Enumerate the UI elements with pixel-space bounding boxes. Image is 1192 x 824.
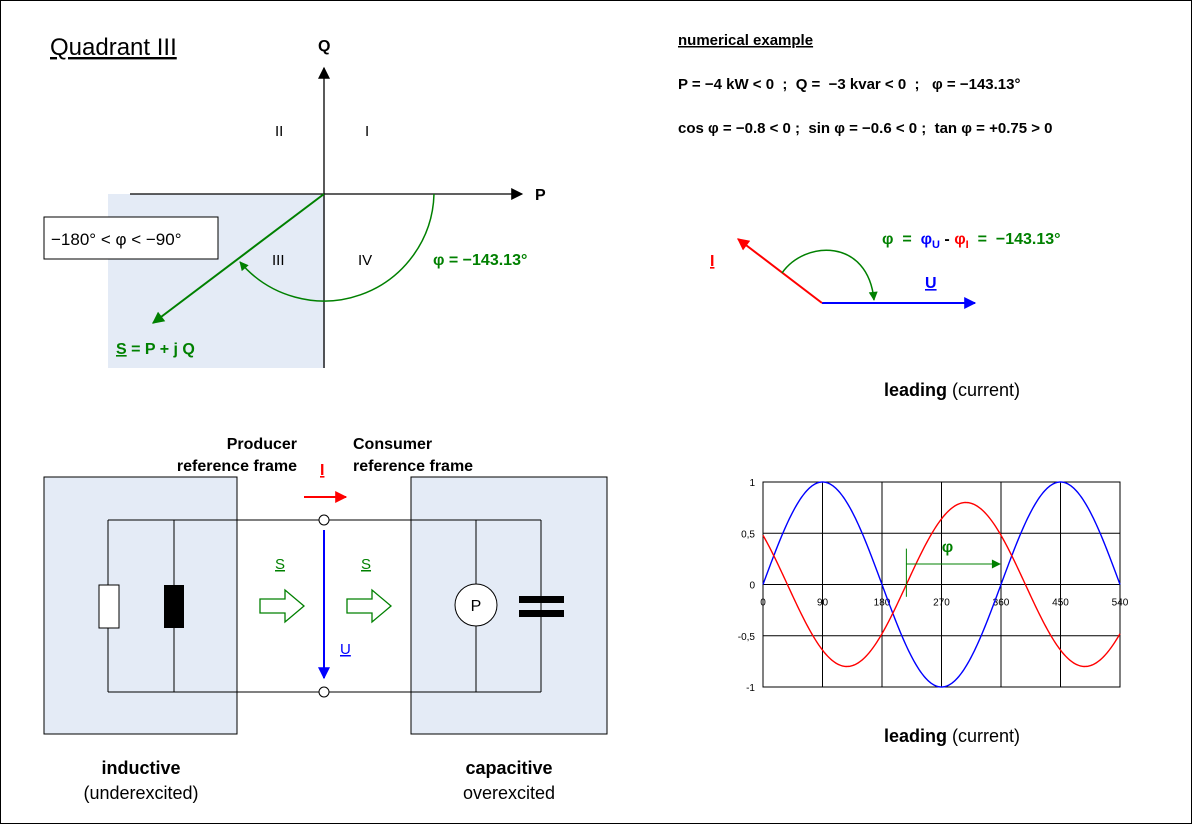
numerical-example: numerical example P = −4 kW < 0 ; Q = −3…	[678, 32, 1052, 137]
x-tick-label: 450	[1052, 598, 1069, 609]
angle-range-box	[43, 216, 219, 260]
phi-chart-label: φ	[942, 539, 953, 556]
phasor-caption-rest: (current)	[947, 380, 1020, 400]
i-phasor-label: I	[710, 253, 714, 270]
phasor-phi-arc	[781, 249, 878, 301]
s-power-label-right: S	[361, 556, 371, 573]
quadrant-diagram: Quadrant III Q P II I III IV −180° < φ <…	[43, 34, 546, 368]
chart-curves	[762, 481, 1121, 688]
phi-equation-result: = −143.13°	[969, 231, 1061, 248]
chart-ticks: 1 0,5 0 -0,5 -1 0 90 180 270 360 450 540	[738, 478, 1129, 694]
consumer-label-line-1: Consumer	[353, 436, 432, 453]
terminal-top	[318, 514, 330, 526]
chart-caption: leading (current)	[884, 726, 1020, 746]
phasor-diagram: I U φ = φU - φI = −143.13° leading (curr…	[710, 231, 1061, 400]
u-phasor-label: U	[925, 275, 937, 292]
x-tick-label: 0	[760, 598, 766, 609]
q-axis-label: Q	[318, 38, 330, 55]
producer-label-line-1: Producer	[227, 436, 297, 453]
y-tick-label: 0,5	[741, 529, 755, 540]
voltage-curve	[762, 481, 1121, 688]
example-heading: numerical example	[678, 32, 813, 49]
phasor-caption-bold: leading	[884, 380, 947, 400]
angle-range-label: −180° < φ < −90°	[51, 230, 182, 249]
terminal-bottom	[318, 686, 330, 698]
producer-box	[43, 476, 238, 735]
y-tick-label: 1	[749, 478, 755, 489]
quadrant-iii-label: III	[272, 252, 285, 269]
capacitor-plate-top	[519, 596, 564, 603]
motor-icon	[454, 583, 498, 627]
resistor-icon	[98, 584, 120, 629]
circuit-diagram: P U I S S Producer reference frame Consu…	[43, 436, 608, 803]
i-current-label: I	[320, 462, 324, 479]
consumer-box	[410, 476, 608, 735]
phi-equation: φ = φU - φI = −143.13°	[882, 231, 1061, 251]
phi-arc	[239, 193, 435, 302]
s-phasor-arrow	[152, 193, 325, 324]
x-tick-label: 270	[933, 598, 950, 609]
phi-u-subscript: U	[932, 239, 940, 251]
x-tick-label: 90	[817, 598, 829, 609]
motor-label: P	[471, 598, 482, 615]
phi-minus: -	[940, 231, 954, 248]
x-tick-label: 180	[874, 598, 891, 609]
capacitor-plate-bottom	[519, 610, 564, 617]
consumer-label-line-2: reference frame	[353, 458, 473, 475]
chart-phi-marker: φ	[905, 539, 1001, 597]
quadrant-title: Quadrant III	[50, 34, 177, 61]
chart-caption-rest: (current)	[947, 726, 1020, 746]
producer-label-line-2: reference frame	[177, 458, 297, 475]
phi-i-symbol: φ	[954, 231, 965, 248]
waveform-chart: 1 0,5 0 -0,5 -1 0 90 180 270 360 450 540 φ leading …	[738, 478, 1129, 746]
chart-caption-bold: leading	[884, 726, 947, 746]
inductor-icon	[164, 585, 184, 628]
quadrant-i-label: I	[365, 123, 369, 140]
u-voltage-label: U	[340, 641, 351, 658]
quadrant-iv-label: IV	[358, 252, 372, 269]
power-flow-arrow-right	[346, 588, 393, 624]
underexcited-caption: (underexcited)	[83, 783, 198, 803]
phi-equation-lhs: φ =	[882, 231, 921, 248]
capacitive-caption: capacitive	[465, 758, 552, 778]
quadrant-ii-label: II	[275, 123, 283, 140]
phi-u-symbol: φ	[921, 231, 932, 248]
s-equation-rest: = P + j Q	[127, 341, 195, 358]
y-tick-label: -0,5	[738, 632, 756, 643]
y-tick-label: -1	[746, 683, 755, 694]
example-line-1: P = −4 kW < 0 ; Q = −3 kvar < 0 ; φ = −1…	[678, 76, 1021, 93]
i-phasor-arrow	[737, 238, 823, 304]
x-tick-label: 360	[993, 598, 1010, 609]
s-power-label-left: S	[275, 556, 285, 573]
p-axis-label: P	[535, 187, 546, 204]
phi-value-label: φ = −143.13°	[433, 252, 527, 269]
phi-i-subscript: I	[966, 239, 969, 251]
phasor-caption: leading (current)	[884, 380, 1020, 400]
overexcited-caption: overexcited	[463, 783, 555, 803]
power-flow-arrow-left	[259, 588, 306, 624]
example-line-2: cos φ = −0.8 < 0 ; sin φ = −0.6 < 0 ; ta…	[678, 120, 1052, 137]
x-tick-label: 540	[1112, 598, 1129, 609]
s-equation-label: S = P + j Q	[116, 341, 195, 358]
inductive-caption: inductive	[101, 758, 180, 778]
current-curve	[762, 501, 1121, 668]
s-equation-letter: S	[116, 341, 127, 358]
y-tick-label: 0	[749, 581, 755, 592]
